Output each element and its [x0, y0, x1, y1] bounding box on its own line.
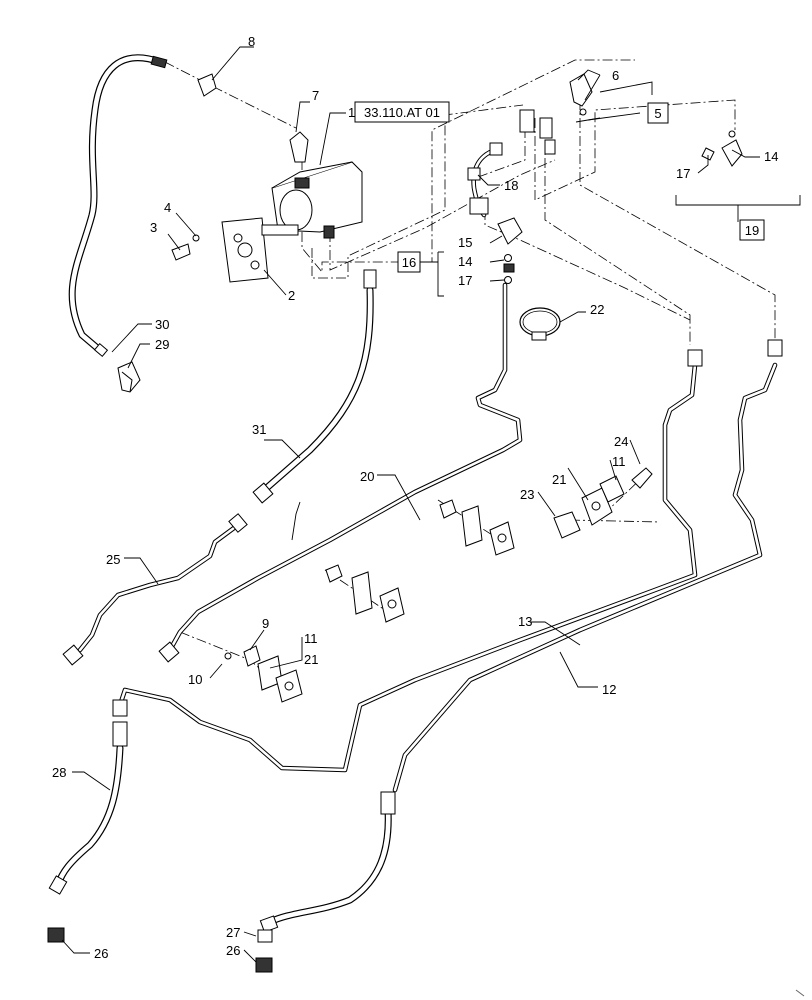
- callout-20: 20: [360, 469, 374, 484]
- callout-6: 6: [612, 68, 619, 83]
- pump-assembly: [221, 131, 363, 283]
- hose-30: [68, 54, 168, 357]
- group-brackets: [420, 81, 801, 297]
- callout-11-lower: 11: [304, 631, 318, 646]
- callout-26-right: 26: [226, 943, 240, 958]
- callout-3: 3: [150, 220, 157, 235]
- fittings: [117, 73, 743, 393]
- callout-5: 5: [654, 106, 661, 121]
- clamp-set-upper-right: [553, 467, 653, 539]
- callout-4: 4: [164, 200, 171, 215]
- callout-7: 7: [312, 88, 319, 103]
- reference-box-label: 33.110.AT 01: [364, 105, 440, 120]
- callout-14-right: 14: [764, 149, 778, 164]
- leader-lines: [61, 46, 760, 963]
- callout-17-right: 17: [676, 166, 690, 181]
- reference-box-5: 5: [647, 102, 669, 124]
- callout-15: 15: [458, 235, 472, 250]
- callout-14-left: 14: [458, 254, 472, 269]
- callout-1: 1: [348, 105, 355, 120]
- hose-31: [252, 269, 377, 504]
- callout-30: 30: [155, 317, 169, 332]
- corner-mark: [795, 989, 805, 997]
- reference-box-33110: 33.110.AT 01: [354, 101, 450, 123]
- assembly-centerlines: [164, 59, 776, 677]
- reference-box-19: 19: [739, 219, 765, 241]
- callout-10: 10: [188, 672, 202, 687]
- callout-31: 31: [252, 422, 266, 437]
- clamp-set-mid-1: [439, 499, 515, 556]
- callout-16: 16: [402, 255, 416, 270]
- tube-20: [158, 282, 523, 663]
- callout-25: 25: [106, 552, 120, 567]
- callout-19: 19: [745, 223, 759, 238]
- callout-12: 12: [602, 682, 616, 697]
- callout-8: 8: [248, 34, 255, 49]
- callout-9: 9: [262, 616, 269, 631]
- callout-2: 2: [288, 288, 295, 303]
- callout-13: 13: [518, 614, 532, 629]
- callout-26-left: 26: [94, 946, 108, 961]
- reference-box-16: 16: [397, 251, 421, 273]
- end-fittings: [47, 927, 273, 973]
- callout-27: 27: [226, 925, 240, 940]
- callout-labels: 1 2 3 4 6 7 8 9 10 11 11 12 13 14 14 15 …: [52, 34, 778, 961]
- hose-28: [48, 721, 128, 895]
- callout-17-left: 17: [458, 273, 472, 288]
- callout-24: 24: [614, 434, 628, 449]
- callout-21-upper: 21: [552, 472, 566, 487]
- tube-25: [62, 513, 248, 666]
- clamp-set-mid-2: [325, 564, 405, 623]
- callout-23: 23: [520, 487, 534, 502]
- strap-clamp: [519, 307, 561, 341]
- callout-29: 29: [155, 337, 169, 352]
- callout-11-upper: 11: [612, 454, 626, 469]
- callout-21-lower: 21: [304, 652, 318, 667]
- tube-13: [392, 339, 783, 793]
- hose-lower-right: [259, 791, 396, 933]
- callout-18: 18: [504, 178, 518, 193]
- callout-22: 22: [590, 302, 604, 317]
- callout-28: 28: [52, 765, 66, 780]
- clamp-set-lower: [224, 645, 303, 703]
- tube-12: [112, 349, 703, 773]
